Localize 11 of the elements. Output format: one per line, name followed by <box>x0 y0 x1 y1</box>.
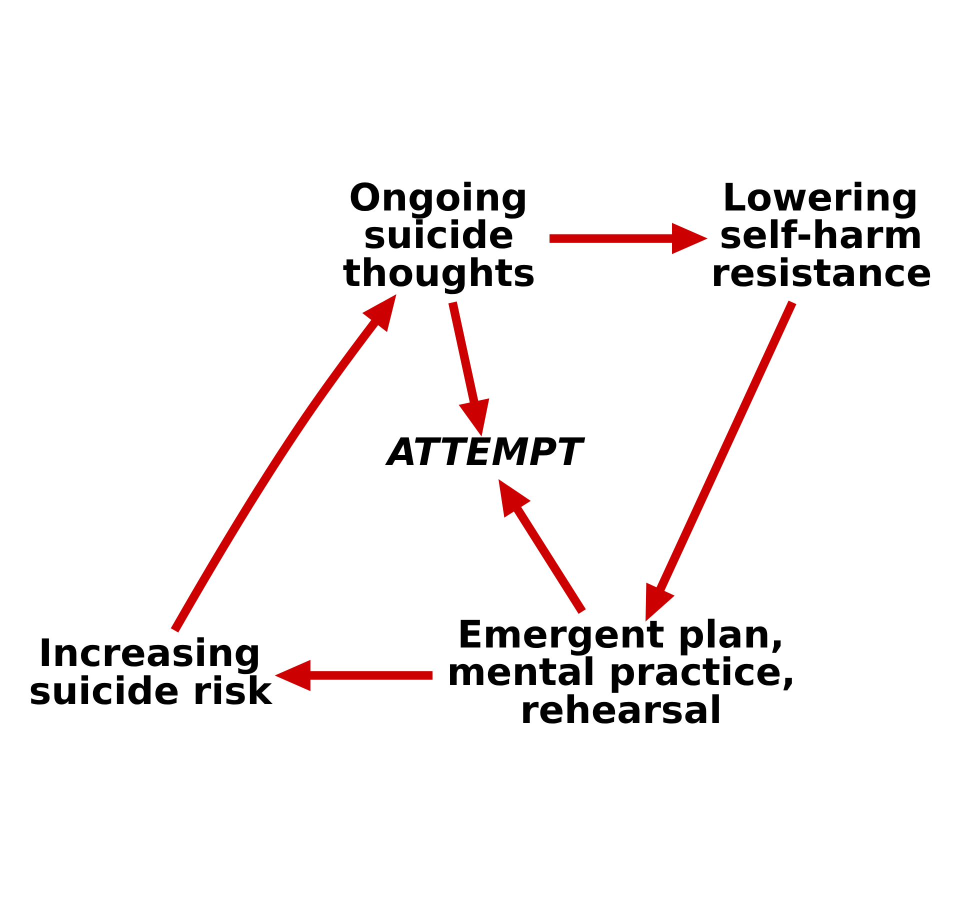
node-text: ATTEMPT <box>388 429 583 474</box>
arrow <box>170 294 396 632</box>
node-text: Increasing suicide risk <box>28 630 272 713</box>
arrow <box>274 659 432 691</box>
arrow <box>448 301 490 436</box>
node-text: Lowering self-harm resistance <box>710 174 932 295</box>
arrow <box>646 300 796 621</box>
node-text: Emergent plan, mental practice, rehearsal <box>446 612 796 732</box>
arrow <box>498 478 586 614</box>
arrow <box>550 222 708 254</box>
node-text: Ongoing suicide thoughts <box>342 174 536 295</box>
